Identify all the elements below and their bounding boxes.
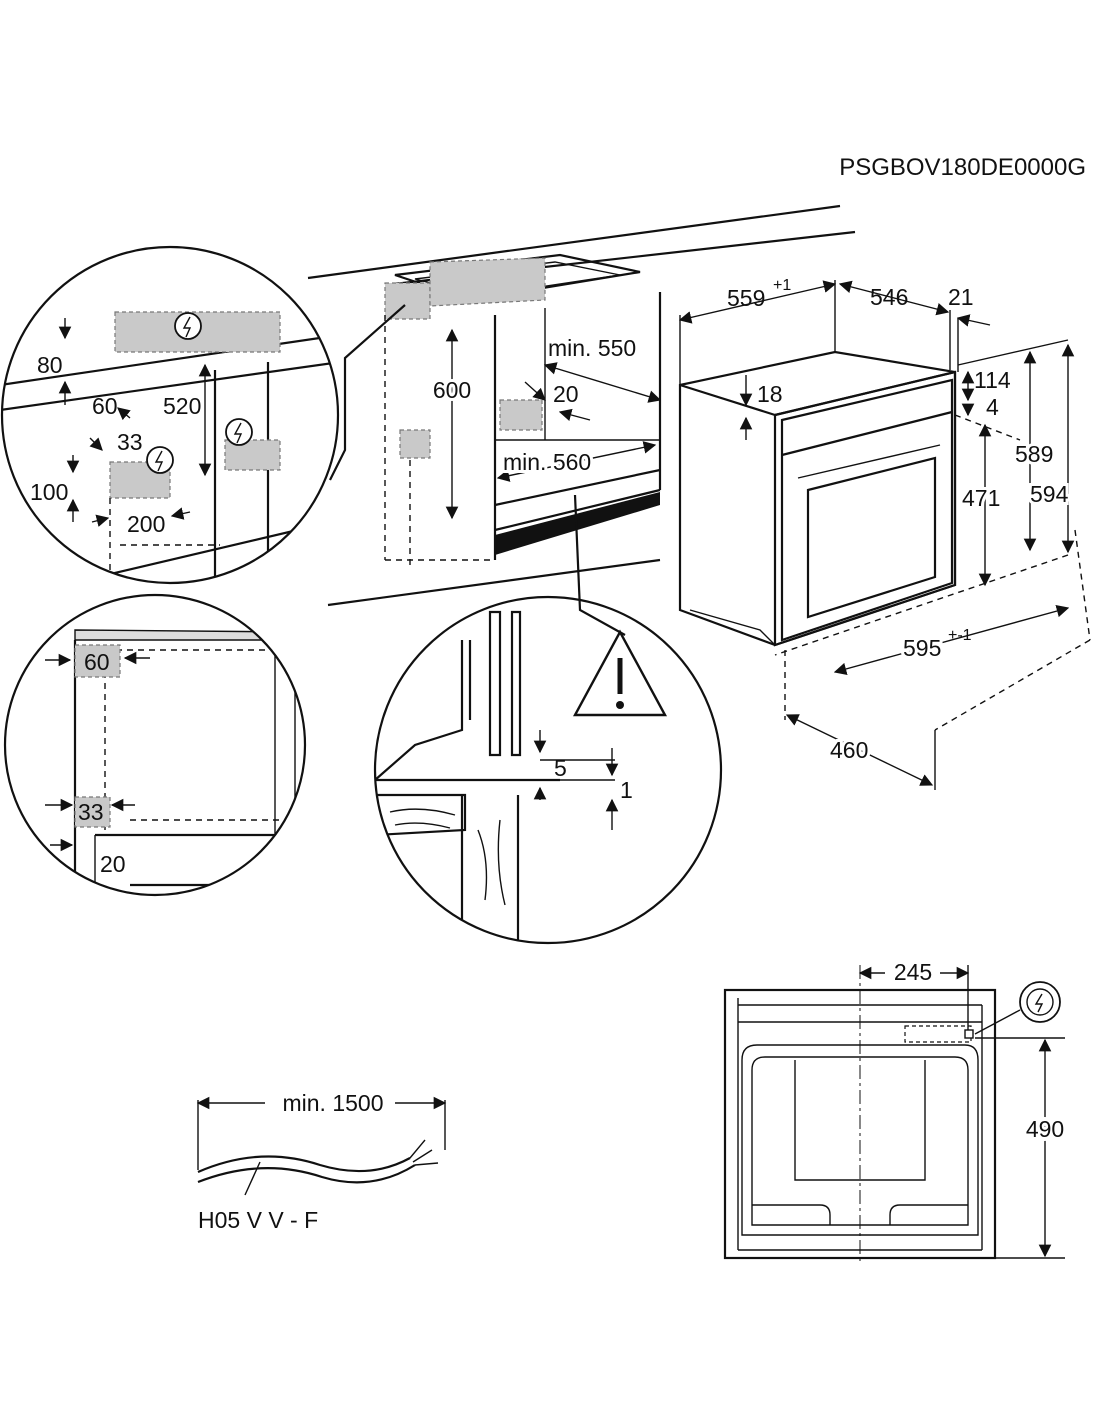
- dim-471: 471: [962, 485, 1000, 511]
- cable-length-min: min. 1500: [282, 1090, 383, 1116]
- electric-lightning-icon: [174, 312, 202, 340]
- dim-min-550: min. 550: [548, 335, 636, 361]
- oven-back-view: 245 490: [723, 959, 1068, 1265]
- electric-lightning-icon: [146, 446, 174, 474]
- detail-mr-dim-5: 5: [554, 755, 567, 781]
- detail-tl-dim-33: 33: [117, 429, 143, 455]
- detail-ml-dim-33: 33: [78, 799, 104, 825]
- back-dim-490: 490: [1026, 1116, 1064, 1142]
- hob-connection-zone: [384, 282, 431, 320]
- dim-21: 21: [948, 284, 974, 310]
- detail-ml-dim-20: 20: [100, 851, 126, 877]
- dim-114: 114: [974, 367, 1011, 393]
- dim-600: 600: [433, 377, 471, 403]
- detail-mr-dim-1: 1: [620, 777, 633, 803]
- socket-zone: [499, 399, 543, 431]
- callout-pointer-bottom: [573, 494, 626, 636]
- detail-tl-dim-520: 520: [163, 393, 201, 419]
- detail-circle-top-left: 80 60 520 33 100 200: [0, 245, 340, 585]
- dim-594: 594: [1030, 481, 1069, 507]
- dim-460: 460: [830, 737, 868, 763]
- detail-tl-dim-60: 60: [92, 393, 118, 419]
- dim-20: 20: [553, 381, 579, 407]
- callout-pointer-top: [329, 304, 406, 481]
- oven-view: 559 +1 546 21 18 114 4 471 589 594: [678, 277, 1091, 790]
- kitchen-cabinet-view: 600 min. 550 20 min. 560: [307, 204, 856, 607]
- back-dim-245: 245: [894, 959, 932, 985]
- electric-lightning-icon: [225, 418, 253, 446]
- dim-559: 559: [727, 285, 765, 311]
- detail-tl-dim-100: 100: [30, 479, 68, 505]
- dim-4: 4: [986, 394, 999, 420]
- dim-18: 18: [757, 381, 783, 407]
- dim-595: 595: [903, 635, 941, 661]
- detail-circle-mid-left: 60 33 20: [3, 593, 307, 897]
- power-cable-view: min. 1500 H05 V V - F: [196, 1090, 447, 1233]
- dim-546: 546: [870, 284, 908, 310]
- detail-tl-dim-80: 80: [37, 352, 63, 378]
- dim-595-tolerance: +-1: [948, 627, 972, 644]
- dim-589: 589: [1015, 441, 1053, 467]
- dim-559-tolerance: +1: [773, 277, 791, 294]
- detail-tl-dim-200: 200: [127, 511, 165, 537]
- detail-ml-dim-60: 60: [84, 649, 110, 675]
- detail-circle-mid-right: 5 1: [373, 595, 723, 945]
- document-code: PSGBOV180DE0000G: [839, 154, 1086, 181]
- electric-lightning-icon: [1019, 981, 1061, 1023]
- dim-min-560: min. 560: [503, 449, 591, 475]
- cable-type: H05 V V - F: [198, 1207, 318, 1233]
- warning-triangle-icon: [572, 629, 668, 717]
